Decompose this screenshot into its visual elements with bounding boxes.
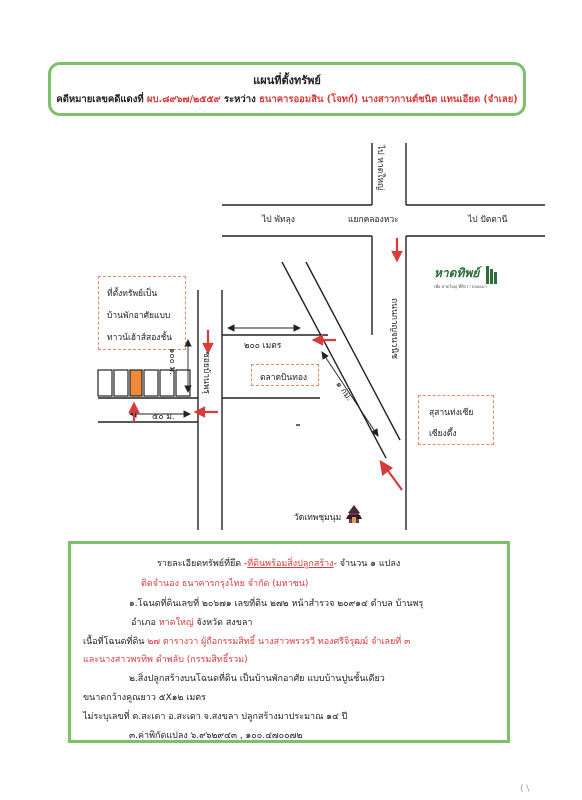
diagonal-road-b (305, 261, 401, 441)
details-line-9: ไม่ระบุเลขที่ ต.สะเดา อ.สะเดา จ.สงขลา ปล… (83, 712, 348, 722)
market-box: ตลาดบินทอง (251, 364, 319, 386)
details-box: รายละเอียดทรัพย์ที่ยึด -ที่ดินพร้อมสิ่งป… (68, 541, 510, 743)
area-owner-value: ๒๗ ตารางวา ผู้ถือกรรมสิทธิ์ นางสาวพรวรวี… (147, 637, 411, 647)
property-note-line-2: บ้านพักอาศัยแบบ (107, 311, 171, 321)
townhouse-row (97, 369, 191, 397)
between-label: ระหว่าง (223, 94, 256, 105)
case-prefix: คดีหมายเลขคดีแดงที่ (56, 94, 144, 105)
diagonal-road-a (281, 261, 387, 459)
target-house (129, 369, 143, 397)
details-line-8: ขนาดกว้างคูณยาว ๕X๑๒ เมตร (83, 693, 206, 703)
temple-icon (346, 505, 362, 523)
to-phatthalung-label: ไป พัทลุง (262, 215, 295, 225)
measurements (128, 324, 379, 437)
foundation-box: สุสานท่งเซีย เซียงตึ้ง (418, 395, 494, 445)
dim-50-right-arrow (183, 410, 192, 418)
distance-100m-label: ๑๐๐ ม. (167, 348, 177, 375)
to-pattani-label: ไป ปัตตานี (468, 215, 508, 225)
corner-mark: ( \ (520, 784, 530, 794)
property-note-line-1: ที่ตั้งทรัพย์เป็น (107, 289, 158, 299)
intersection-label: แยกคลองหวะ (348, 215, 399, 225)
header-box: แผนที่ตั้งทรัพย์ คดีหมายเลขคดีแดงที่ ผบ.… (48, 62, 526, 116)
logo-bars-icon (486, 266, 497, 284)
foundation-line-2: เซียงตึ้ง (429, 429, 457, 439)
distance-50m-label: ๕๐ ม. (152, 412, 175, 422)
logo-text: หาดทิพย์ (434, 266, 480, 280)
defendant: นางสาวกานต์ชนิต แทนเอียด (จำเลย) (361, 94, 518, 105)
details-line-6: และนางสาวพรทิพ ดำพลับ (กรรมสิทธิ์รวม) (83, 655, 248, 665)
details-line-7: ๒.สิ่งปลูกสร้างบนโฉนดที่ดิน เป็นบ้านพักอ… (129, 674, 385, 684)
house-4 (143, 369, 159, 397)
property-type: ที่ดินพร้อมสิ่งปลูกสร้าง (247, 559, 334, 569)
temple-label: วัดเทพชุมนุม (294, 513, 342, 523)
soi-name-label: ซอยบ้านพรุ (201, 352, 211, 395)
dim-200-right-arrow (293, 324, 302, 332)
details-line-10: ๓.ค่าพิกัดแปลง ๖.๙๖๒๙๔๓ , ๑๐๐.๔๗๐๐๗๒ (129, 731, 303, 741)
area-label: เนื้อที่โฉนดที่ดิน (83, 637, 145, 647)
province-value: จังหวัด สงขลา (196, 618, 253, 628)
dim-100-top-arrow (184, 338, 192, 347)
logo: หาดทิพย์ เพื่อ หาดใหญ่ ที่ดีกว่า ตลอดมา (434, 264, 487, 290)
distance-200m-label: ๒๐๐ เมตร (244, 341, 282, 351)
plaintiff: ธนาคารออมสิน (โจทก์) (259, 94, 359, 105)
dim-1km-line (321, 351, 379, 437)
market-label: ตลาดบินทอง (260, 373, 308, 383)
roads (98, 143, 545, 530)
case-line: คดีหมายเลขคดีแดงที่ ผบ.๘๙๖๗/๒๕๕๙ ระหว่าง… (51, 92, 523, 107)
house-5 (159, 369, 175, 397)
details-line-2: ติดจำนอง ธนาคารกรุงไทย จำกัด (มหาชน) (141, 579, 309, 589)
details-line-5: เนื้อที่โฉนดที่ดิน ๒๗ ตารางวา ผู้ถือกรรม… (83, 634, 410, 648)
district-label: อำเภอ (131, 618, 156, 628)
dim-200-left-arrow (226, 324, 235, 332)
property-note-box: ที่ตั้งทรัพย์เป็น บ้านพักอาศัยแบบ ทาวน์เ… (98, 276, 186, 350)
dim-100-bottom-arrow (184, 385, 192, 394)
details-line-1: รายละเอียดทรัพย์ที่ยึด -ที่ดินพร้อมสิ่งป… (157, 556, 400, 570)
details-intro: รายละเอียดทรัพย์ที่ยึด - (157, 559, 248, 569)
dim-1km-bottom-arrow (371, 428, 379, 437)
logo-subtext: เพื่อ หาดใหญ่ ที่ดีกว่า ตลอดมา (434, 284, 487, 289)
details-line-3: ๑.โฉนดที่ดินเลขที่ ๒๐๖๗๑ เลขที่ดิน ๒๗๒ ห… (129, 599, 424, 609)
direction-arrows (128, 238, 403, 491)
property-note-line-3: ทาวน์เฮ้าส์สองชั้น (107, 333, 173, 343)
district-value: หาดใหญ่ (158, 618, 194, 628)
to-hatyai-label: ไป หาดใหญ่ (375, 145, 385, 191)
parcel-count: - จำนวน ๑ แปลง (333, 559, 401, 569)
arrow-up-diagonal (385, 467, 403, 491)
map-dot (296, 424, 300, 426)
foundation-line-1: สุสานท่งเซีย (429, 408, 474, 418)
road-name-label: ถนนกาญจนวนิช (389, 298, 399, 360)
house-1 (97, 369, 113, 397)
house-2 (113, 369, 129, 397)
page-title: แผนที่ตั้งทรัพย์ (253, 74, 321, 87)
dim-1km-top-arrow (321, 351, 329, 360)
details-line-4: อำเภอ หาดใหญ่ จังหวัด สงขลา (131, 615, 252, 629)
case-number: ผบ.๘๙๖๗/๒๕๕๙ (146, 94, 221, 105)
